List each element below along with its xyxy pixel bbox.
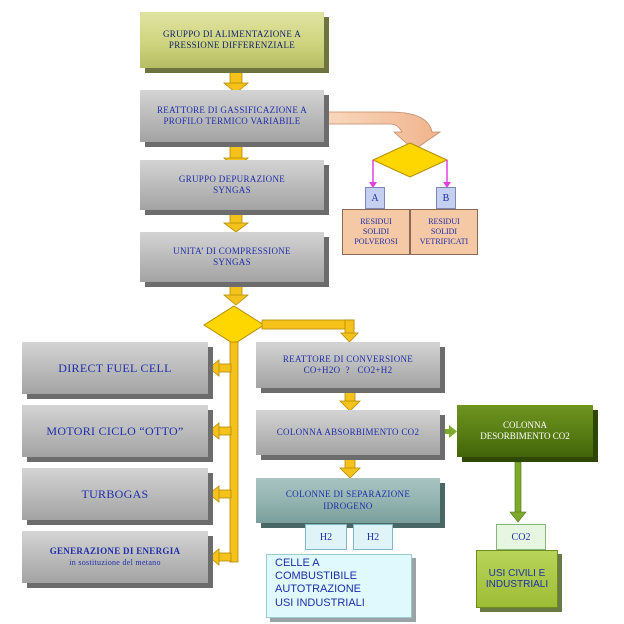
block-unita-compressione-line-2: SYNGAS (213, 257, 251, 267)
block-colonna-absorbimento-text: COLONNA ABSORBIMENTO CO2 (276, 426, 420, 437)
residui-b-line-2: SOLIDI (430, 227, 458, 236)
residui-b-line-3: VETRIFICATI (419, 237, 469, 246)
label-residui-a: A (365, 187, 385, 209)
block-unita-compressione-line-1: UNITA’ DI COMPRESSIONE (173, 245, 291, 256)
block-colonna-absorbimento: COLONNA ABSORBIMENTO CO2 (256, 410, 440, 455)
residui-a-line-3: POLVEROSI (354, 237, 398, 246)
box-usi-civili-industriali: USI CIVILI E INDUSTRIALI (476, 550, 558, 608)
distribution-bar (229, 341, 239, 563)
block-reattore-conversione-line-2: CO+H2O ? CO2+H2 (303, 365, 393, 375)
block-motori-ciclo-otto: MOTORI CICLO “OTTO” (22, 405, 208, 457)
arrow-conversione-to-absorbimento (339, 389, 361, 412)
block-turbogas-text: TURBOGAS (81, 486, 149, 501)
residui-a-line-1: RESIDUI (360, 217, 392, 226)
block-gruppo-depurazione-line-2: SYNGAS (213, 185, 251, 195)
block-colonna-desorbimento-line-2: DESORBIMENTO CO2 (480, 431, 570, 441)
block-gruppo-depurazione: GRUPPO DEPURAZIONE SYNGAS (140, 160, 324, 210)
block-gruppo-alimentazione-line-2: PRESSIONE DIFFERENZIALE (168, 40, 296, 50)
block-generazione-energia: GENERAZIONE DI ENERGIA in sostituzione d… (22, 531, 208, 583)
label-residui-a-text: A (371, 192, 379, 204)
arrow-to-direct-fuel-cell (208, 359, 232, 377)
arrow-absorbimento-to-separazione (339, 456, 361, 479)
arrow-to-turbogas (208, 485, 232, 503)
magenta-arrowhead-a (369, 182, 377, 188)
arrow-alimentazione-to-reattore (222, 69, 250, 94)
block-generazione-energia-line-1: GENERAZIONE DI ENERGIA (49, 546, 181, 557)
box-celle-autotrazione-usi-industriali: CELLE A COMBUSTIBILE AUTOTRAZIONE USI IN… (266, 554, 412, 618)
usi-civili-line-2: INDUSTRIALI (485, 579, 549, 590)
arrow-depurazione-to-compressione (222, 211, 250, 233)
celle-usi-line-1: CELLE A COMBUSTIBILE (275, 557, 357, 583)
decision-diamond-main (203, 305, 265, 345)
block-unita-compressione: UNITA’ DI COMPRESSIONE SYNGAS (140, 232, 324, 282)
residui-b-line-1: RESIDUI (428, 217, 460, 226)
label-h2-right: H2 (353, 524, 393, 550)
decision-diamond-residui (371, 142, 449, 178)
label-residui-b: B (436, 187, 456, 209)
arrow-absorbimento-to-desorbimento (440, 425, 457, 438)
block-motori-ciclo-otto-text: MOTORI CICLO “OTTO” (46, 423, 184, 438)
block-direct-fuel-cell-text: DIRECT FUEL CELL (58, 360, 172, 375)
arrow-to-generazione (208, 548, 232, 566)
magenta-arrowhead-b (443, 182, 451, 188)
arrow-compressione-to-diamond (222, 283, 250, 306)
arrow-reattore-to-residui (321, 111, 442, 151)
block-residui-vetrificati: RESIDUI SOLIDI VETRIFICATI (410, 209, 478, 255)
arrow-diamond-to-conversione (261, 319, 359, 343)
block-residui-polverosi: RESIDUI SOLIDI POLVEROSI (342, 209, 410, 255)
label-co2-text: CO2 (511, 531, 531, 543)
block-direct-fuel-cell: DIRECT FUEL CELL (22, 342, 208, 394)
arrow-to-motori-otto (208, 422, 232, 440)
block-reattore-gassificazione-line-1: REATTORE DI GASSIFICAZIONE A (157, 104, 307, 115)
block-gruppo-alimentazione: GRUPPO DI ALIMENTAZIONE A PRESSIONE DIFF… (140, 12, 324, 68)
label-co2: CO2 (496, 524, 546, 550)
block-gruppo-depurazione-line-1: GRUPPO DEPURAZIONE (178, 173, 286, 184)
celle-usi-line-2: AUTOTRAZIONE (275, 583, 361, 596)
block-turbogas: TURBOGAS (22, 468, 208, 520)
label-h2-left-text: H2 (319, 531, 333, 543)
block-colonna-desorbimento-line-1: COLONNA (503, 419, 547, 430)
block-gruppo-alimentazione-line-1: GRUPPO DI ALIMENTAZIONE A (162, 28, 302, 39)
block-colonne-separazione-line-1: COLONNE DI SEPARAZIONE (285, 489, 411, 500)
block-reattore-conversione-line-1: REATTORE DI CONVERSIONE (282, 353, 414, 364)
block-reattore-conversione: REATTORE DI CONVERSIONE CO+H2O ? CO2+H2 (256, 342, 440, 388)
celle-usi-line-3: USI INDUSTRIALI (275, 596, 365, 609)
label-h2-right-text: H2 (366, 531, 380, 543)
label-h2-left: H2 (305, 524, 347, 550)
usi-civili-line-1: USI CIVILI E (488, 568, 546, 579)
block-colonne-separazione-line-2: IDROGENO (323, 500, 373, 511)
block-colonna-desorbimento: COLONNA DESORBIMENTO CO2 (457, 405, 593, 457)
arrow-desorbimento-to-co2 (509, 461, 527, 523)
label-residui-b-text: B (442, 192, 450, 204)
block-colonne-separazione: COLONNE DI SEPARAZIONE IDROGENO (256, 478, 440, 523)
block-generazione-energia-line-2: in sostituzione del metano (69, 557, 161, 567)
block-reattore-gassificazione: REATTORE DI GASSIFICAZIONE A PROFILO TER… (140, 90, 324, 142)
block-reattore-gassificazione-line-2: PROFILO TERMICO VARIABILE (163, 116, 301, 126)
residui-a-line-2: SOLIDI (362, 227, 390, 236)
